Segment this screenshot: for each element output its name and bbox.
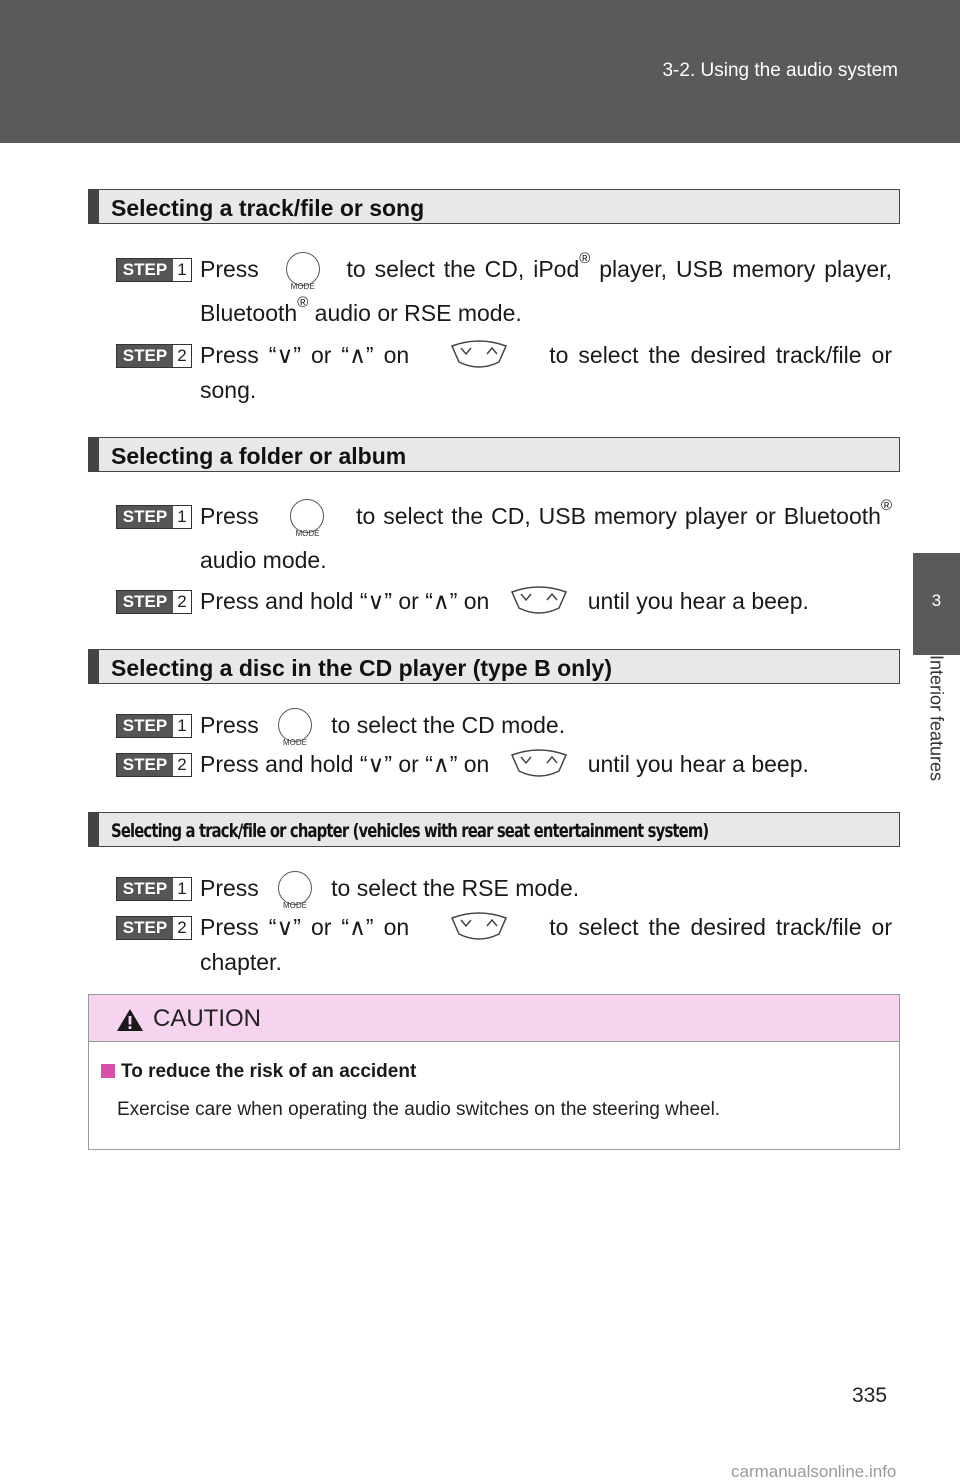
watermark: carmanualsonline.info: [731, 1462, 897, 1481]
caution-box: CAUTION To reduce the risk of an acciden…: [88, 994, 900, 1150]
page-number: 335: [852, 1384, 888, 1407]
step-text: Press to select the CD, iPod® player, US…: [200, 247, 892, 335]
caution-body: Exercise care when operating the audio s…: [117, 1099, 721, 1120]
step-text: Press and hold “∨” or “∧” on until you h…: [200, 742, 892, 786]
section-heading: Selecting a track/file or chapter (vehic…: [88, 812, 900, 847]
warning-triangle-icon: [117, 1009, 143, 1031]
caution-header: CAUTION: [89, 995, 899, 1042]
chapter-tab-label: Interior features: [913, 655, 960, 905]
section-heading: Selecting a folder or album: [88, 437, 900, 472]
header-section-title: 3-2. Using the audio system: [662, 60, 898, 81]
header-band: 3-2. Using the audio system: [0, 0, 960, 143]
section-heading: Selecting a track/file or song: [88, 189, 900, 224]
step-text: Press to select the CD, USB memory playe…: [200, 494, 892, 582]
step-text: Press and hold “∨” or “∧” on until you h…: [200, 579, 892, 623]
caution-subtitle: To reduce the risk of an accident: [101, 1061, 416, 1083]
section-heading: Selecting a disc in the CD player (type …: [88, 649, 900, 684]
square-bullet-icon: [101, 1064, 115, 1078]
caution-title: CAUTION: [153, 1005, 261, 1032]
section-disc-cd-player: Selecting a disc in the CD player (type …: [88, 649, 900, 777]
section-track-file-chapter-rse: Selecting a track/file or chapter (vehic…: [88, 812, 900, 975]
step-text: Press to select the RSE mode.: [200, 866, 892, 928]
mode-button-icon: [285, 251, 320, 309]
step-text: Press to select the CD mode.: [200, 703, 892, 765]
seek-rocker-switch-icon: [509, 747, 569, 779]
mode-button-icon: [290, 498, 325, 556]
chapter-tab-number: 3: [913, 553, 960, 655]
step-text: Press “∨” or “∧” on to select the desire…: [200, 338, 892, 407]
step-text: Press “∨” or “∧” on to select the desire…: [200, 910, 892, 979]
seek-rocker-switch-icon: [449, 338, 509, 370]
mode-button-icon: [277, 707, 312, 765]
seek-rocker-switch-icon: [449, 910, 509, 942]
mode-button-icon: [277, 870, 312, 928]
seek-rocker-switch-icon: [509, 584, 569, 616]
